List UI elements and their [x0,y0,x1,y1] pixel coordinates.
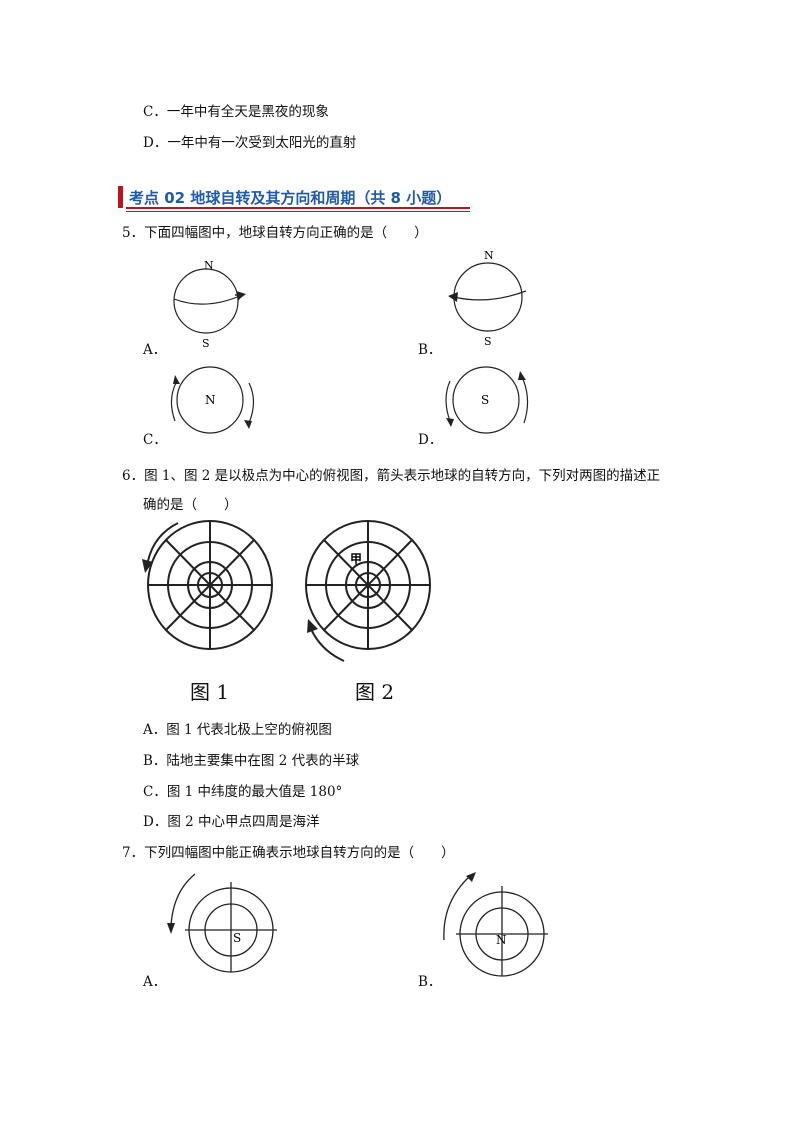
q4-option-d: D．一年中有一次受到太阳光的直射 [143,135,357,151]
south-label: S [481,393,489,407]
north-label: N [484,249,494,262]
q6-figure-1 [142,520,273,650]
south-label: S [233,931,241,945]
q6-figure-2-caption: 图 2 [355,680,395,704]
section-underline-thin [126,211,470,212]
q6-figure-2: 甲 [305,520,431,662]
q6-option-c: C．图 1 中纬度的最大值是 180° [143,784,343,800]
q6-option-d: D．图 2 中心甲点四周是海洋 [143,814,320,830]
north-label: N [496,933,507,947]
q7-option-a: A． [143,974,167,990]
section-underline [126,207,470,209]
q5-figure-d: S [445,366,529,434]
north-label: N [205,393,216,407]
q5-stem: 5．下面四幅图中，地球自转方向正确的是（ ） [122,225,428,241]
section-heading: 考点 02 地球自转及其方向和周期（共 8 小题） [118,185,470,212]
section-title: 考点 02 地球自转及其方向和周期（共 8 小题） [129,189,452,207]
q4-option-c: C．一年中有全天是黑夜的现象 [143,104,329,120]
south-label: S [484,335,492,348]
section-bar [118,186,123,208]
q7-option-b: B． [418,974,442,990]
q7-figure-a: S [167,873,277,973]
q5-figure-c: N [170,366,255,434]
q6-option-b: B．陆地主要集中在图 2 代表的半球 [143,753,360,769]
q7-stem: 7．下列四幅图中能正确表示地球自转方向的是（ ） [122,845,455,861]
q6-stem-line1: 6．图 1、图 2 是以极点为中心的俯视图，箭头表示地球的自转方向，下列对两图的… [122,468,661,484]
q6-option-a: A．图 1 代表北极上空的俯视图 [143,722,332,738]
q5-figure-a: N S [173,259,246,350]
center-point-label: 甲 [350,552,362,566]
q5-option-d: D． [418,432,443,448]
south-label: S [202,337,210,350]
q5-option-a: A． [143,342,167,358]
q6-figure-1-caption: 图 1 [190,680,230,704]
q7-figure-b: N [443,872,548,977]
q5-option-b: B． [418,342,442,358]
q5-option-c: C． [143,432,167,448]
q5-figure-b: N S [448,249,527,348]
q6-stem-line2: 确的是（ ） [143,497,238,513]
north-label: N [204,259,214,272]
